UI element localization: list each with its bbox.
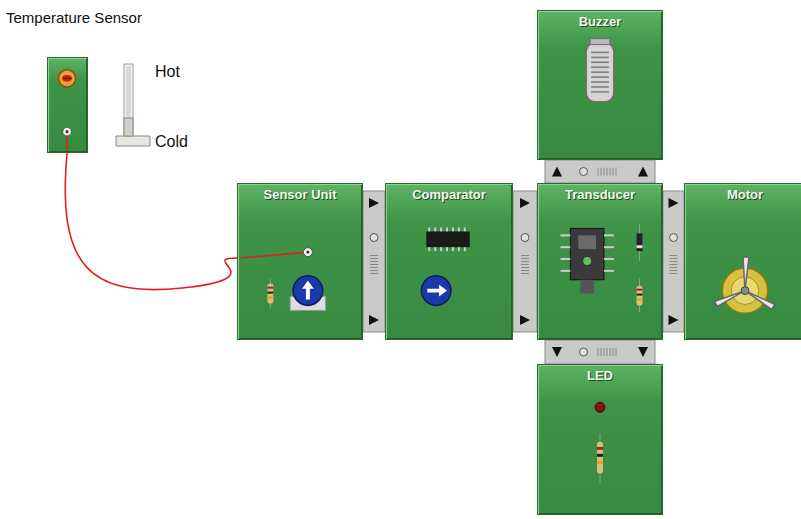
module-icon xyxy=(238,184,362,339)
connector xyxy=(545,160,655,183)
module-title: Buzzer xyxy=(538,11,662,29)
module-icon xyxy=(685,184,801,339)
connector-strip xyxy=(363,191,385,332)
module-title: Comparator xyxy=(386,184,512,202)
module-icon xyxy=(386,184,512,339)
slider-handle xyxy=(116,136,150,146)
connector-grille xyxy=(607,168,608,176)
module-board: Temperature Sensor xyxy=(47,57,88,153)
connector-grille xyxy=(613,348,614,356)
arrow-head xyxy=(552,167,562,177)
connector-grille xyxy=(604,348,605,356)
arrow-head xyxy=(369,198,379,208)
connector-grille xyxy=(616,348,617,356)
module-board: Motor xyxy=(684,183,801,340)
arrow-head xyxy=(520,315,530,325)
module-board: Transducer xyxy=(537,183,663,340)
arrow-head xyxy=(520,198,530,208)
module-icon xyxy=(538,365,662,514)
connector-grille xyxy=(604,168,605,176)
sensor-wire xyxy=(65,153,237,290)
connector-grille xyxy=(370,267,378,268)
connector-grille xyxy=(601,348,602,356)
connector-screw xyxy=(521,234,529,242)
connector-grille xyxy=(607,348,608,356)
connector-grille xyxy=(370,264,378,265)
connector-screw xyxy=(580,168,588,176)
connector-grille xyxy=(521,273,529,274)
connector-grille xyxy=(670,264,678,265)
connector-grille xyxy=(670,258,678,259)
module-title: Transducer xyxy=(538,184,662,202)
arrow-head xyxy=(552,347,562,357)
connector-grille xyxy=(370,270,378,271)
connector-grille xyxy=(370,273,378,274)
arrow-head xyxy=(369,315,379,325)
module-board: Buzzer xyxy=(537,10,663,160)
connector xyxy=(513,191,537,332)
connector-strip xyxy=(663,191,684,332)
connector-grille xyxy=(521,261,529,262)
module-title: Sensor Unit xyxy=(238,184,362,202)
connector-grille xyxy=(521,267,529,268)
slider-track xyxy=(124,64,133,136)
connector-strip xyxy=(545,340,655,364)
connector-grille xyxy=(370,258,378,259)
connector-grille xyxy=(370,261,378,262)
connector-screw xyxy=(370,234,378,242)
connector-grille xyxy=(610,348,611,356)
connector-grille xyxy=(610,168,611,176)
connector-grille xyxy=(601,168,602,176)
module-icon xyxy=(538,11,662,159)
connector-grille xyxy=(370,255,378,256)
connector-grille xyxy=(521,264,529,265)
slider-label: Hot xyxy=(155,63,180,81)
sensor-heading: Temperature Sensor xyxy=(6,9,142,26)
connector-grille xyxy=(521,255,529,256)
module-board: Comparator xyxy=(385,183,513,340)
arrow-head xyxy=(669,315,679,325)
module-board: LED xyxy=(537,364,663,515)
connector xyxy=(363,191,385,332)
connector-grille xyxy=(670,255,678,256)
connector-grille xyxy=(670,273,678,274)
module-icon xyxy=(538,184,662,339)
connector-grille xyxy=(521,270,529,271)
connector-strip xyxy=(513,191,537,332)
connector-grille xyxy=(598,168,599,176)
module-board: Sensor Unit xyxy=(237,183,363,340)
connector-screw xyxy=(580,348,588,356)
connector-grille xyxy=(670,270,678,271)
module-title: Motor xyxy=(685,184,801,202)
connector-strip xyxy=(545,160,655,183)
connector xyxy=(663,191,684,332)
module-title: LED xyxy=(538,365,662,383)
connector-grille xyxy=(598,348,599,356)
connector-grille xyxy=(670,267,678,268)
slider-label: Cold xyxy=(155,133,188,151)
connector-grille xyxy=(616,168,617,176)
arrow-head xyxy=(669,198,679,208)
connector-grille xyxy=(670,261,678,262)
arrow-head xyxy=(638,167,648,177)
slider-handle-stem xyxy=(124,118,133,136)
connector xyxy=(545,340,655,364)
arrow-head xyxy=(638,347,648,357)
connector-grille xyxy=(613,168,614,176)
connector-screw xyxy=(670,234,678,242)
module-icon xyxy=(48,58,87,152)
connector-grille xyxy=(521,258,529,259)
connector xyxy=(65,153,237,290)
